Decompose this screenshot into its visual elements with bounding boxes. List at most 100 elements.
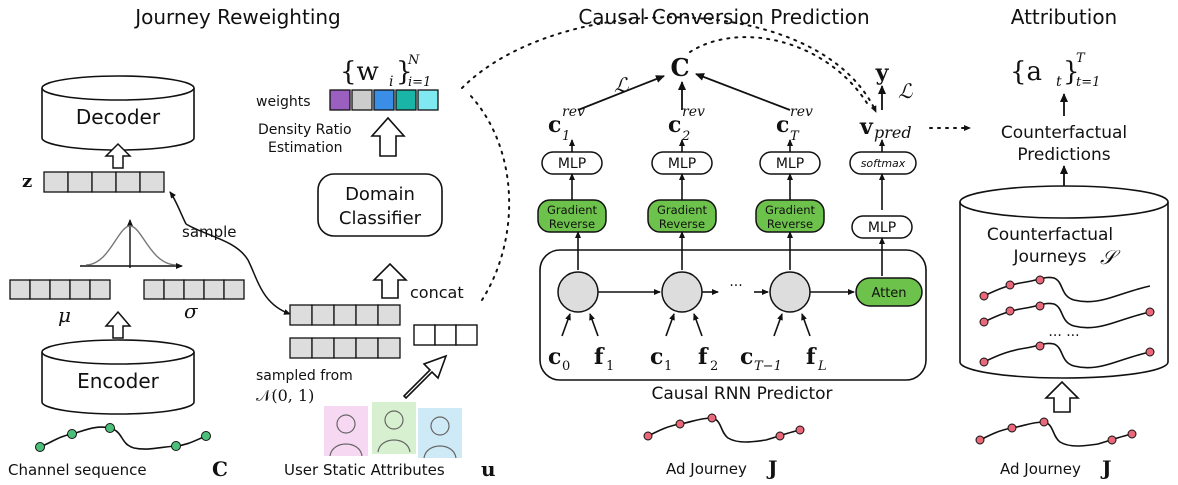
svg-text:MLP: MLP	[558, 156, 586, 172]
atten-box: Atten	[855, 277, 923, 307]
density-ratio-label-line2: Estimation	[268, 140, 343, 156]
softmax-box: softmax	[849, 151, 917, 175]
svg-text:1: 1	[664, 359, 672, 374]
svg-text:Gradient: Gradient	[547, 203, 598, 217]
counterfactual-journeys-line1: Counterfactual	[987, 225, 1113, 245]
sample-curve-arrow	[185, 223, 291, 315]
journey-path	[979, 275, 1151, 303]
svg-text:2: 2	[681, 129, 690, 144]
decoder-cylinder: Decoder	[41, 75, 195, 151]
svg-text:0: 0	[562, 359, 570, 374]
svg-text:T: T	[1076, 51, 1086, 66]
up-arrow-icon	[370, 116, 406, 157]
mlp-box: MLP	[759, 151, 821, 175]
y-label: y	[875, 60, 890, 86]
weight-cell	[351, 89, 373, 111]
journey-symbol: J	[1100, 456, 1111, 480]
ad-journey-label: Ad Journey	[1000, 460, 1081, 478]
svg-text:}: }	[1063, 57, 1080, 87]
up-arrow-icon	[104, 142, 132, 169]
svg-text:c: c	[668, 112, 681, 138]
dotted-arc-weights	[461, 16, 877, 113]
weights-set-label: {w i } N i=1	[340, 53, 431, 90]
gaussian-icon	[80, 219, 183, 269]
c-rev-1-label: c 1 rev	[548, 104, 585, 144]
density-ratio-label-line1: Density Ratio	[258, 122, 352, 138]
domain-classifier-box: Domain Classifier	[317, 173, 443, 237]
svg-text:i: i	[389, 74, 393, 90]
avatar	[324, 406, 368, 457]
arrow	[695, 73, 791, 111]
svg-text:N: N	[407, 53, 420, 68]
svg-text:T: T	[790, 129, 800, 144]
sampled-vector	[289, 304, 401, 326]
svg-text:1: 1	[562, 129, 570, 144]
up-arrow-icon	[1044, 380, 1080, 413]
c-rev-2-label: c 2 rev	[668, 104, 705, 144]
decoder-label: Decoder	[76, 105, 161, 129]
noise-vector	[289, 337, 401, 359]
svg-text:f: f	[806, 344, 817, 370]
encoder-cylinder: Encoder	[41, 339, 195, 415]
title-attribution: Attribution	[1011, 5, 1117, 29]
title-journey-reweighting: Journey Reweighting	[133, 5, 341, 29]
ad-journey-path	[975, 417, 1137, 447]
weights-vector	[329, 89, 439, 111]
user-attribute-vector	[413, 324, 478, 346]
svg-text:Reverse: Reverse	[767, 217, 813, 231]
svg-text:c: c	[548, 112, 561, 138]
mlp-box: MLP	[851, 215, 913, 239]
up-arrow-icon	[372, 262, 408, 299]
journey-symbol: J	[766, 456, 777, 480]
domain-classifier-label-line2: Classifier	[339, 208, 422, 229]
causal-rnn-predictor-label: Causal RNN Predictor	[651, 384, 832, 404]
svg-text:f: f	[698, 344, 709, 370]
loss-label: ℒ	[898, 79, 913, 103]
weights-label: weights	[256, 94, 311, 110]
mlp-box: MLP	[541, 151, 603, 175]
ad-journey-path	[643, 413, 805, 443]
c-target-label: C	[670, 53, 689, 82]
svg-text:MLP: MLP	[668, 156, 696, 172]
avatar	[372, 402, 416, 454]
svg-text:c: c	[650, 344, 663, 370]
dotted-connector	[469, 94, 511, 301]
concat-label: concat	[410, 283, 464, 302]
channel-sequence-label: Channel sequence	[8, 461, 147, 479]
weight-cell	[329, 89, 351, 111]
v-pred-label: v pred	[859, 114, 912, 142]
arrow	[577, 75, 665, 111]
channel-symbol: C	[212, 457, 228, 481]
svg-text:pred: pred	[874, 123, 912, 142]
normal-dist-label: 𝒩(0, 1)	[256, 386, 314, 405]
mu-label: μ	[58, 303, 71, 327]
svg-text:MLP: MLP	[868, 220, 896, 236]
svg-text:rev: rev	[682, 104, 705, 120]
svg-text:MLP: MLP	[776, 156, 804, 172]
c-rev-T-label: c T rev	[776, 104, 813, 144]
z-vector	[43, 171, 165, 193]
svg-text:{a: {a	[1010, 57, 1042, 87]
svg-text:Atten: Atten	[871, 286, 906, 301]
weight-cell	[373, 89, 395, 111]
sampled-from-label: sampled from	[256, 368, 353, 384]
svg-text:1: 1	[606, 359, 614, 374]
svg-text:c: c	[776, 112, 789, 138]
journey-path	[979, 301, 1155, 329]
svg-text:c: c	[548, 344, 561, 370]
svg-text:f: f	[594, 344, 605, 370]
dotted-arc-c	[689, 36, 871, 109]
counterfactual-journeys-cylinder	[959, 185, 1169, 379]
weight-cell	[395, 89, 417, 111]
sample-label: sample	[182, 223, 237, 241]
svg-text:Gradient: Gradient	[657, 203, 708, 217]
user-static-attributes-label: User Static Attributes	[284, 461, 445, 479]
domain-classifier-label-line1: Domain	[345, 184, 415, 205]
